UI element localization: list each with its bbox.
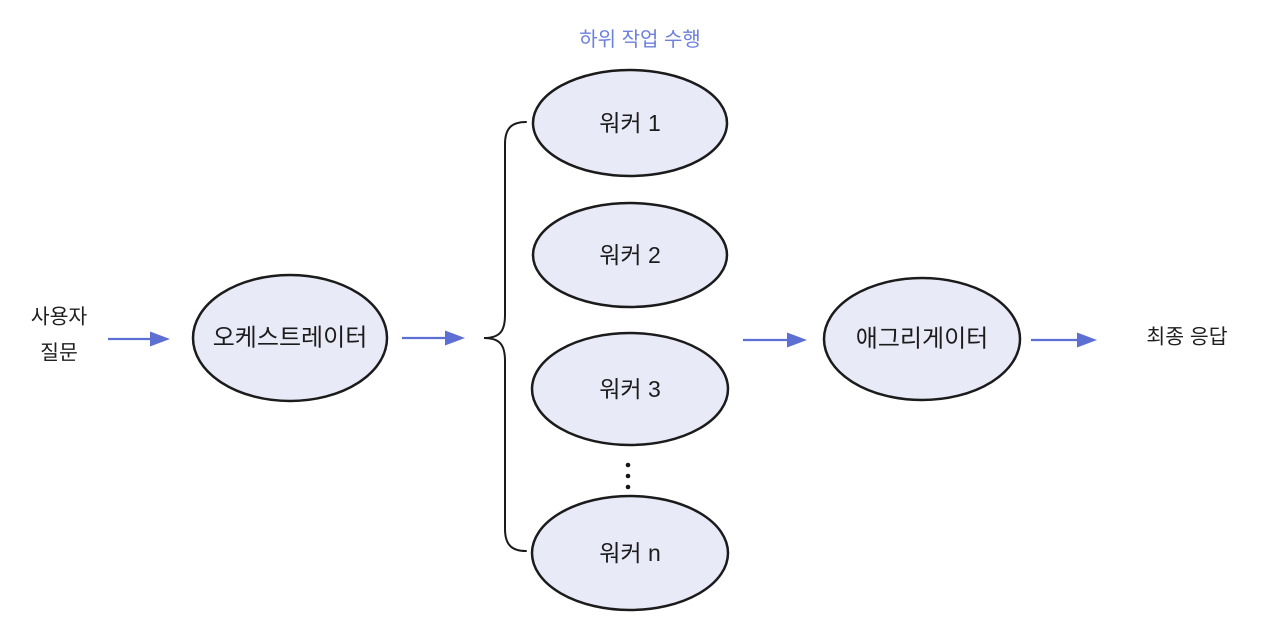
worker-1-ellipse — [531, 68, 729, 178]
input-label-line1: 사용자 — [31, 306, 88, 329]
worker-n-node: 워커 n — [530, 494, 730, 612]
ellipsis-dot — [625, 484, 631, 490]
worker-3-node: 워커 3 — [530, 331, 730, 447]
arrow-input-to-orchestrator — [108, 331, 170, 347]
workers-ellipsis-icon — [625, 462, 631, 490]
worker-n-ellipse — [530, 494, 730, 612]
worker-3-ellipse — [530, 331, 730, 447]
arrow-head-icon — [787, 332, 807, 348]
output-label: 최종 응답 — [1146, 326, 1227, 349]
arrow-head-icon — [150, 331, 170, 347]
ellipsis-dot — [625, 473, 631, 479]
arrow-head-icon — [445, 330, 465, 346]
input-label: 사용자 질문 — [31, 306, 88, 365]
arrow-workers-to-aggregator — [743, 332, 807, 348]
worker-n-label: 워커 n — [599, 540, 661, 566]
aggregator-label: 애그리게이터 — [856, 326, 988, 353]
worker-2-node: 워커 2 — [531, 201, 729, 309]
arrow-aggregator-to-output — [1031, 332, 1097, 348]
aggregator-ellipse — [822, 276, 1022, 402]
arrow-head-icon — [1077, 332, 1097, 348]
aggregator-node: 애그리게이터 — [822, 276, 1022, 402]
arrow-orchestrator-to-workers — [402, 330, 465, 346]
worker-3-label: 워커 3 — [599, 376, 661, 402]
worker-2-ellipse — [531, 201, 729, 309]
orchestrator-node: 오케스트레이터 — [191, 273, 389, 403]
workers-brace — [483, 121, 527, 552]
workers-caption: 하위 작업 수행 — [579, 28, 701, 51]
orchestrator-label: 오케스트레이터 — [213, 325, 368, 352]
worker-1-label: 워커 1 — [599, 110, 661, 136]
input-label-line2: 질문 — [40, 342, 78, 365]
worker-1-node: 워커 1 — [531, 68, 729, 178]
ellipsis-dot — [625, 462, 631, 468]
worker-2-label: 워커 2 — [599, 242, 661, 268]
orchestrator-ellipse — [191, 273, 389, 403]
